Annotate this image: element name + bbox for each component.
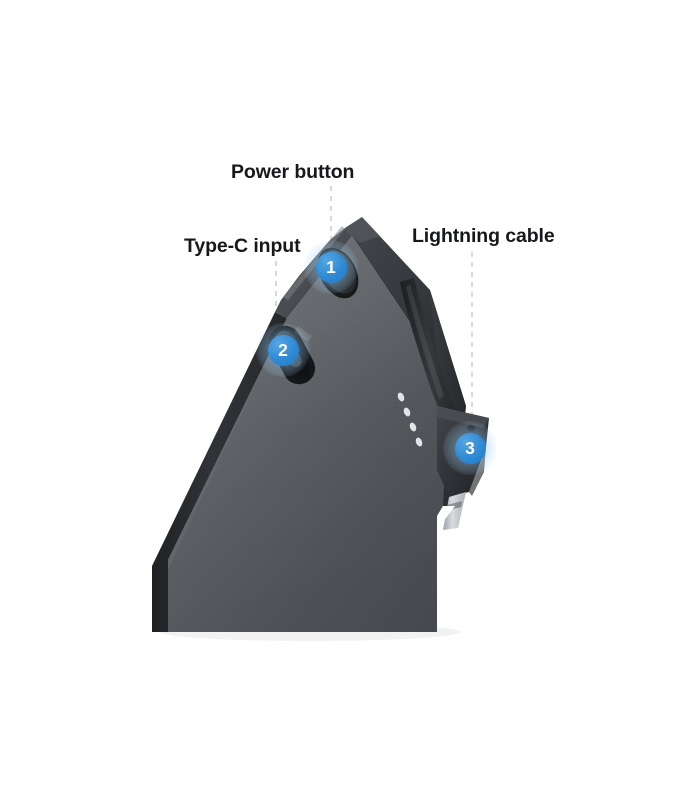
lightning-cable-strap[interactable] (400, 278, 462, 428)
lightning-connector-tip (443, 492, 466, 530)
callout-label-type-c-input: Type-C input (184, 235, 301, 257)
led-dot (415, 437, 423, 447)
led-indicators (397, 392, 423, 447)
callout-badge-2-number: 2 (267, 334, 299, 366)
callout-badge-1-number: 1 (315, 251, 347, 283)
callout-badge-2[interactable]: 2 (256, 323, 310, 377)
callout-badge-1[interactable]: 1 (304, 240, 358, 294)
device-apex-highlight (345, 217, 380, 243)
callout-label-lightning-cable: Lightning cable (412, 225, 555, 247)
device-face-sheen (168, 236, 466, 632)
led-dot (403, 407, 411, 417)
callout-badge-3-number: 3 (454, 432, 486, 464)
device-connector-notch (437, 506, 455, 530)
callout-badge-3[interactable]: 3 (443, 421, 497, 475)
led-dot (409, 422, 417, 432)
callout-label-power-button: Power button (231, 161, 355, 183)
led-dot (397, 392, 405, 402)
